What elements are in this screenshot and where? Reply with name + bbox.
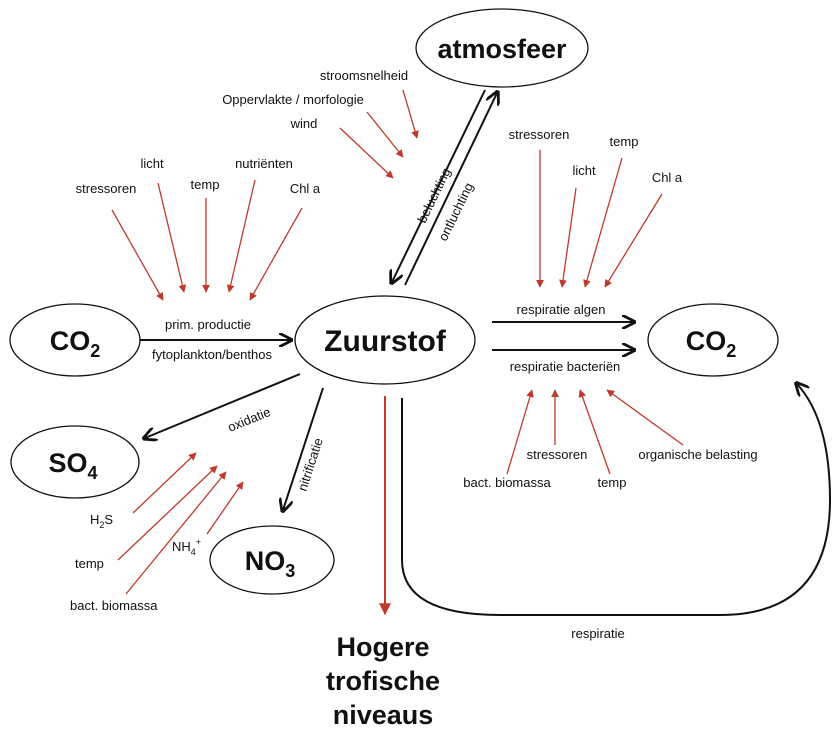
output-line-3: niveaus [333, 700, 434, 730]
factor-nutrienten-prod: nutriënten [235, 156, 293, 171]
node-co2-left-label: CO2 [50, 326, 101, 361]
red-arrow-licht-prod [157, 182, 187, 293]
arrow-oxidatie [145, 373, 301, 438]
red-arrow-temp-algen [583, 157, 623, 288]
factor-wind: wind [290, 116, 318, 131]
output-line-2: trofische [326, 666, 440, 696]
red-arrow-bact-biomassa-ox [125, 471, 227, 595]
label-prim-productie: prim. productie [165, 317, 251, 332]
red-arrow-stroomsnelheid [402, 89, 419, 139]
factor-temp-prod: temp [191, 177, 220, 192]
red-arrow-temp-ox [117, 465, 218, 561]
factor-stressoren-resp: stressoren [527, 447, 588, 462]
node-no3 [209, 525, 335, 595]
node-no3-label: NO3 [245, 546, 296, 581]
label-oxidatie: oxidatie [226, 404, 273, 435]
red-arrow-h2s [132, 452, 197, 514]
factor-bact-biomassa-ox: bact. biomassa [70, 598, 158, 613]
label-respiratie-bacterien: respiratie bacteriën [510, 359, 621, 374]
red-arrow-nutrienten-prod [226, 179, 256, 293]
label-fytoplankton: fytoplankton/benthos [152, 347, 272, 362]
node-zuurstof-label: Zuurstof [324, 325, 447, 358]
node-atmosfeer-label: atmosfeer [437, 34, 567, 64]
label-nitrificatie: nitrificatie [295, 436, 326, 493]
factor-chla-prod: Chl a [290, 181, 321, 196]
factor-licht-algen: licht [572, 163, 596, 178]
red-arrow-bact-biomassa-resp [506, 389, 534, 475]
red-arrow-licht-algen [559, 187, 577, 288]
node-atmosfeer [415, 8, 589, 88]
output-line-1: Hogere [336, 632, 429, 662]
red-arrow-organische-belasting [606, 389, 684, 446]
arrow-respiratie-curve [401, 384, 832, 616]
factor-licht-prod: licht [140, 156, 164, 171]
red-arrow-chla-algen [604, 193, 663, 288]
arrow-nitrificatie [283, 387, 324, 510]
node-co2-right [647, 303, 779, 377]
node-co2-right-label: CO2 [686, 326, 737, 361]
factor-temp-resp: temp [598, 475, 627, 490]
factor-h2s: H2S [90, 512, 113, 530]
node-zuurstof [294, 295, 476, 385]
factor-bact-biomassa-resp: bact. biomassa [463, 475, 551, 490]
factor-stroomsnelheid: stroomsnelheid [320, 68, 408, 83]
red-arrow-nh4 [206, 481, 244, 535]
red-arrow-oppervlakte [366, 111, 404, 158]
node-so4 [10, 425, 140, 499]
factor-temp-algen: temp [610, 134, 639, 149]
factor-nh4: NH4+ [172, 537, 201, 557]
arrow-beluchting [392, 89, 486, 282]
arrow-ontluchting [404, 93, 497, 286]
factor-oppervlakte: Oppervlakte / morfologie [222, 92, 364, 107]
red-arrow-stressoren-prod [111, 209, 164, 301]
factor-temp-ox: temp [75, 556, 104, 571]
factor-chla-algen: Chl a [652, 170, 683, 185]
factor-stressoren-prod: stressoren [76, 181, 137, 196]
red-arrow-wind [339, 127, 394, 179]
factor-stressoren-algen: stressoren [509, 127, 570, 142]
red-arrow-temp-resp [578, 389, 611, 475]
red-arrow-chla-prod [249, 207, 303, 301]
label-respiratie-algen: respiratie algen [517, 302, 606, 317]
node-so4-label: SO4 [48, 448, 97, 483]
factor-organische-belasting: organische belasting [638, 447, 757, 462]
label-respiratie: respiratie [571, 626, 624, 641]
